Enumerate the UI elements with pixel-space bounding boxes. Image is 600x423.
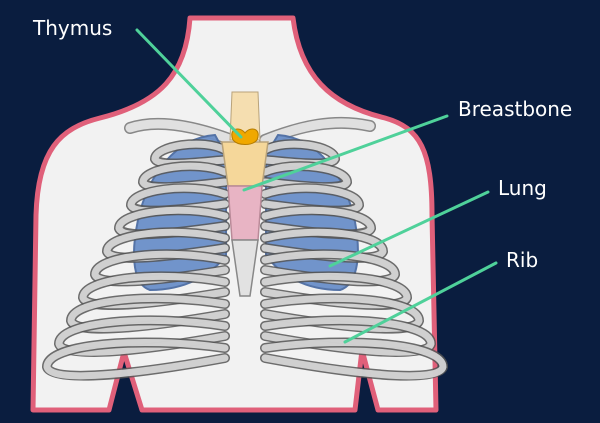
breastbone-leader-line <box>242 114 449 192</box>
lung-leader-line <box>328 190 490 268</box>
rib-right-10 <box>261 338 447 380</box>
breastbone-manubrium <box>229 91 261 141</box>
rib-leader-line <box>343 261 498 344</box>
breastbone-upper <box>221 141 269 187</box>
thymus-leader-line <box>135 28 243 139</box>
breastbone-lower <box>231 239 259 297</box>
rib-left-10 <box>43 338 229 380</box>
left-collarbone-inner <box>125 119 237 145</box>
right-collarbone-inner <box>260 118 375 145</box>
breastbone-label: Breastbone <box>458 97 573 121</box>
thymus-label: Thymus <box>33 16 113 40</box>
breastbone-middle <box>227 185 263 241</box>
lung-label: Lung <box>498 176 547 200</box>
rib-cage <box>41 139 449 381</box>
rib-label: Rib <box>506 248 539 272</box>
